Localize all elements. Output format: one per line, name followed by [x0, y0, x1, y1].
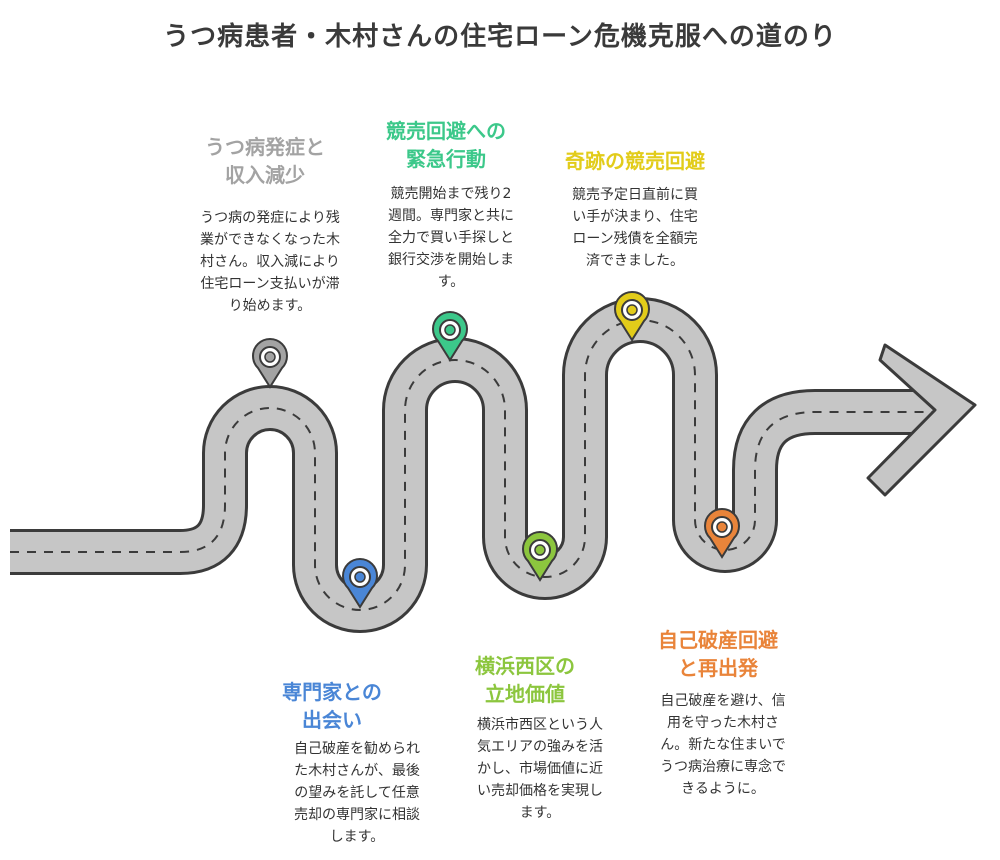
stage-1-desc-line: 売却の専門家に相談 — [294, 807, 420, 823]
stage-title-restart: 自己破産回避と再出発 — [638, 626, 798, 682]
stage-2-desc-line: 全力で買い手探しと — [388, 230, 514, 246]
stage-1-pin-icon — [342, 557, 378, 609]
stage-5-desc-line: 用を守った木村さ — [667, 715, 779, 731]
stage-1-desc-line: します。 — [329, 829, 385, 845]
stage-4-desc-line: 競売予定日直前に買 — [572, 187, 698, 203]
pin-dot — [626, 304, 638, 316]
stage-5-desc-line: 自己破産を避け、信 — [660, 693, 786, 709]
stage-title-meet-expert: 専門家との出会い — [262, 678, 402, 734]
stage-1-desc-line: の望みを託して任意 — [294, 785, 420, 801]
stage-1-title-line: 専門家との — [282, 680, 382, 704]
stage-0-pin-icon — [252, 337, 288, 389]
stage-3-desc-line: ます。 — [519, 805, 561, 821]
stage-5-pin-icon — [704, 507, 740, 559]
stage-5-title-line: 自己破産回避 — [658, 628, 778, 652]
stage-3-desc-line: 横浜市西区という人 — [477, 717, 603, 733]
stage-5-title-line: と再出発 — [678, 656, 758, 680]
stage-3-pin-icon — [522, 530, 558, 582]
page-title: うつ病患者・木村さんの住宅ローン危機克服への道のり — [163, 22, 837, 52]
stage-pins — [252, 290, 740, 609]
stage-4-pin-icon — [614, 290, 650, 342]
pin-dot — [444, 324, 456, 336]
stage-4-desc-line: 済できました。 — [586, 253, 684, 269]
stage-desc-location-value: 横浜市西区という人気エリアの強みを活かし、市場価値に近い売却価格を実現します。 — [455, 714, 625, 824]
pin-dot — [354, 571, 366, 583]
stage-2-title-line: 競売回避への — [386, 119, 506, 143]
stage-2-desc-line: す。 — [437, 274, 465, 290]
stage-0-desc-line: 業ができなくなった木 — [200, 232, 340, 248]
stage-2-title-line: 緊急行動 — [406, 147, 486, 171]
stage-0-desc-line: うつ病の発症により残 — [200, 210, 340, 226]
stage-3-desc-line: い売却価格を実現し — [477, 783, 603, 799]
stage-0-desc-line: 村さん。収入減により — [200, 254, 340, 270]
stage-0-desc-line: り始めます。 — [228, 298, 312, 314]
stage-desc-meet-expert: 自己破産を勧められた木村さんが、最後の望みを託して任意売却の専門家に相談します。 — [272, 738, 442, 848]
stage-desc-emergency-action: 競売開始まで残り2 週間。専門家と共に全力で買い手探しと銀行交渉を開始します。 — [366, 183, 536, 293]
stage-1-title-line: 出会い — [302, 708, 362, 732]
stage-2-desc-line: 競売開始まで残り2 — [390, 186, 512, 202]
stage-2-desc-line: 週間。専門家と共に — [388, 208, 514, 224]
pin-dot — [716, 521, 728, 533]
road-path — [10, 297, 977, 633]
stage-title-miracle-avoidance: 奇跡の競売回避 — [550, 147, 720, 175]
arrow-head — [866, 343, 977, 497]
stage-3-desc-line: 気エリアの強みを活 — [477, 739, 603, 755]
stage-5-desc-line: うつ病治療に専念で — [660, 759, 786, 775]
stage-2-desc-line: 銀行交渉を開始しま — [388, 252, 514, 268]
stage-desc-restart: 自己破産を避け、信用を守った木村さん。新たな住まいでうつ病治療に専念できるように… — [638, 690, 808, 800]
stage-3-title-line: 立地価値 — [485, 682, 565, 706]
stage-3-title-line: 横浜西区の — [475, 654, 575, 678]
stage-desc-depression-onset: うつ病の発症により残業ができなくなった木村さん。収入減により住宅ローン支払いが滞… — [180, 207, 360, 317]
stage-1-desc-line: 自己破産を勧められ — [294, 741, 420, 757]
stage-5-desc-line: きるように。 — [681, 781, 765, 797]
stage-4-desc-line: ローン残債を全額完 — [572, 231, 698, 247]
stage-0-title-line: 収入減少 — [225, 163, 305, 187]
pin-dot — [534, 544, 546, 556]
stage-1-desc-line: た木村さんが、最後 — [294, 763, 420, 779]
stage-title-emergency-action: 競売回避への緊急行動 — [366, 117, 526, 173]
stage-0-desc-line: 住宅ローン支払いが滞 — [200, 276, 340, 292]
stage-0-title-line: うつ病発症と — [205, 135, 325, 159]
stage-title-location-value: 横浜西区の立地価値 — [450, 652, 600, 708]
stage-title-depression-onset: うつ病発症と収入減少 — [180, 133, 350, 189]
stage-4-desc-line: い手が決まり、住宅 — [572, 209, 698, 225]
stage-2-pin-icon — [432, 310, 468, 362]
stage-4-title-line: 奇跡の競売回避 — [565, 149, 705, 173]
stage-desc-miracle-avoidance: 競売予定日直前に買い手が決まり、住宅ローン残債を全額完済できました。 — [550, 184, 720, 272]
stage-3-desc-line: かし、市場価値に近 — [477, 761, 603, 777]
pin-dot — [264, 351, 276, 363]
stage-5-desc-line: ん。新たな住まいで — [660, 737, 786, 753]
